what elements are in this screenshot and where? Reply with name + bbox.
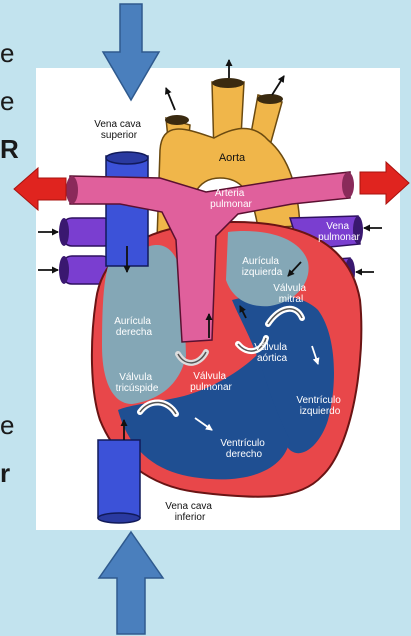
label-valvula-aortica: Válvula aórtica [254,342,290,364]
label-vena-cava-superior: Vena cava superior [94,119,144,141]
label-auricula-derecha: Aurícula derecha [114,316,153,338]
vena-cava-inferior [98,440,140,523]
blue-arrow-bottom [99,532,163,634]
label-valvula-pulmonar: Válvula pulmonar [190,371,232,393]
label-ventriculo-derecho: Ventrículo derecho [220,438,267,460]
label-valvula-tricuspide: Válvula tricúspide [116,372,159,394]
label-arteria-pulmonar: Arteria pulmonar [210,188,252,210]
label-ventriculo-izquierdo: Ventrículo izquierdo [296,395,343,417]
label-auricula-izquierda: Aurícula izquierda [242,256,283,278]
label-aorta: Aorta [219,152,246,164]
